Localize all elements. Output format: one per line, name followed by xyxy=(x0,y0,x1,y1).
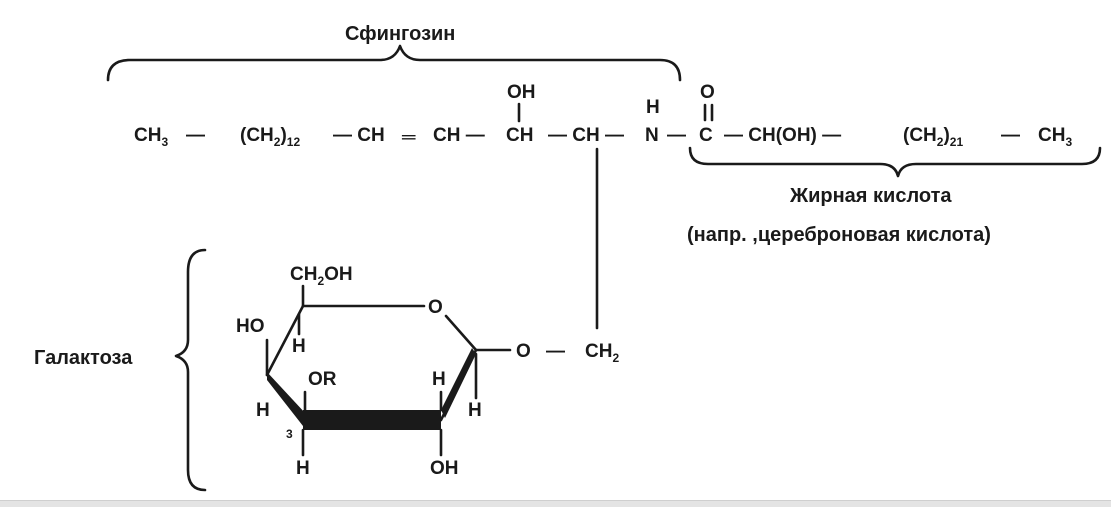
ring-c5-c4-edge xyxy=(265,304,305,377)
link-ch2: CH2 xyxy=(585,341,619,365)
ring-o-c1-edge xyxy=(444,314,478,352)
choh-group: — CH(OH) — xyxy=(724,125,841,146)
bottom-divider xyxy=(0,500,1111,507)
galactose-brace xyxy=(174,248,207,492)
h-c4: H xyxy=(292,336,306,357)
h-c1: H xyxy=(468,400,482,421)
link-oxygen: O xyxy=(516,341,531,362)
nh-h: H xyxy=(646,97,660,118)
fatty-acid-label: Жирная кислота xyxy=(789,185,952,207)
h-c3: H xyxy=(296,458,310,479)
sphingosine-label: Сфингозин xyxy=(345,23,455,45)
ring-front-bottom xyxy=(303,410,441,430)
ch3-right: CH3 xyxy=(1038,125,1072,149)
nh-n: N xyxy=(645,125,659,146)
sphingosine-brace xyxy=(106,44,682,82)
double-bond: ═ xyxy=(401,127,416,148)
h-c4-bottom: H xyxy=(256,400,270,421)
ch-c: CH xyxy=(506,125,533,146)
galactose-label: Галактоза xyxy=(34,347,133,369)
h-c2-top: H xyxy=(432,369,446,390)
ch-b: CH — xyxy=(433,125,485,146)
carbonyl-c: C xyxy=(699,125,713,146)
ring-oxygen: O xyxy=(428,297,443,318)
fatty-acid-brace xyxy=(688,146,1102,178)
dash-n: — xyxy=(667,125,686,146)
ch-d: — CH — xyxy=(548,125,624,146)
ch2-12-group: (CH2)12 xyxy=(240,125,300,149)
oh-bottom: OH xyxy=(430,458,459,479)
fatty-acid-example: (напр. ,цереброновая кислота) xyxy=(687,224,991,246)
dash-end: — xyxy=(1001,125,1020,146)
ho-group: HO xyxy=(236,316,265,337)
link-dash: — xyxy=(546,341,565,362)
ch-a: — CH xyxy=(333,125,385,146)
ring-front-left xyxy=(267,372,306,426)
ch2-21-group: (CH2)21 xyxy=(903,125,963,149)
dash-1: — xyxy=(186,125,205,146)
ring-front-right xyxy=(441,348,476,418)
oh-top: OH xyxy=(507,82,536,103)
ch2oh-group: CH2OH xyxy=(290,264,353,288)
carbon-3-label: 3 xyxy=(286,427,293,441)
carbonyl-o: O xyxy=(700,82,715,103)
ch3-left: CH3 xyxy=(134,125,168,149)
or-group: OR xyxy=(308,369,337,390)
